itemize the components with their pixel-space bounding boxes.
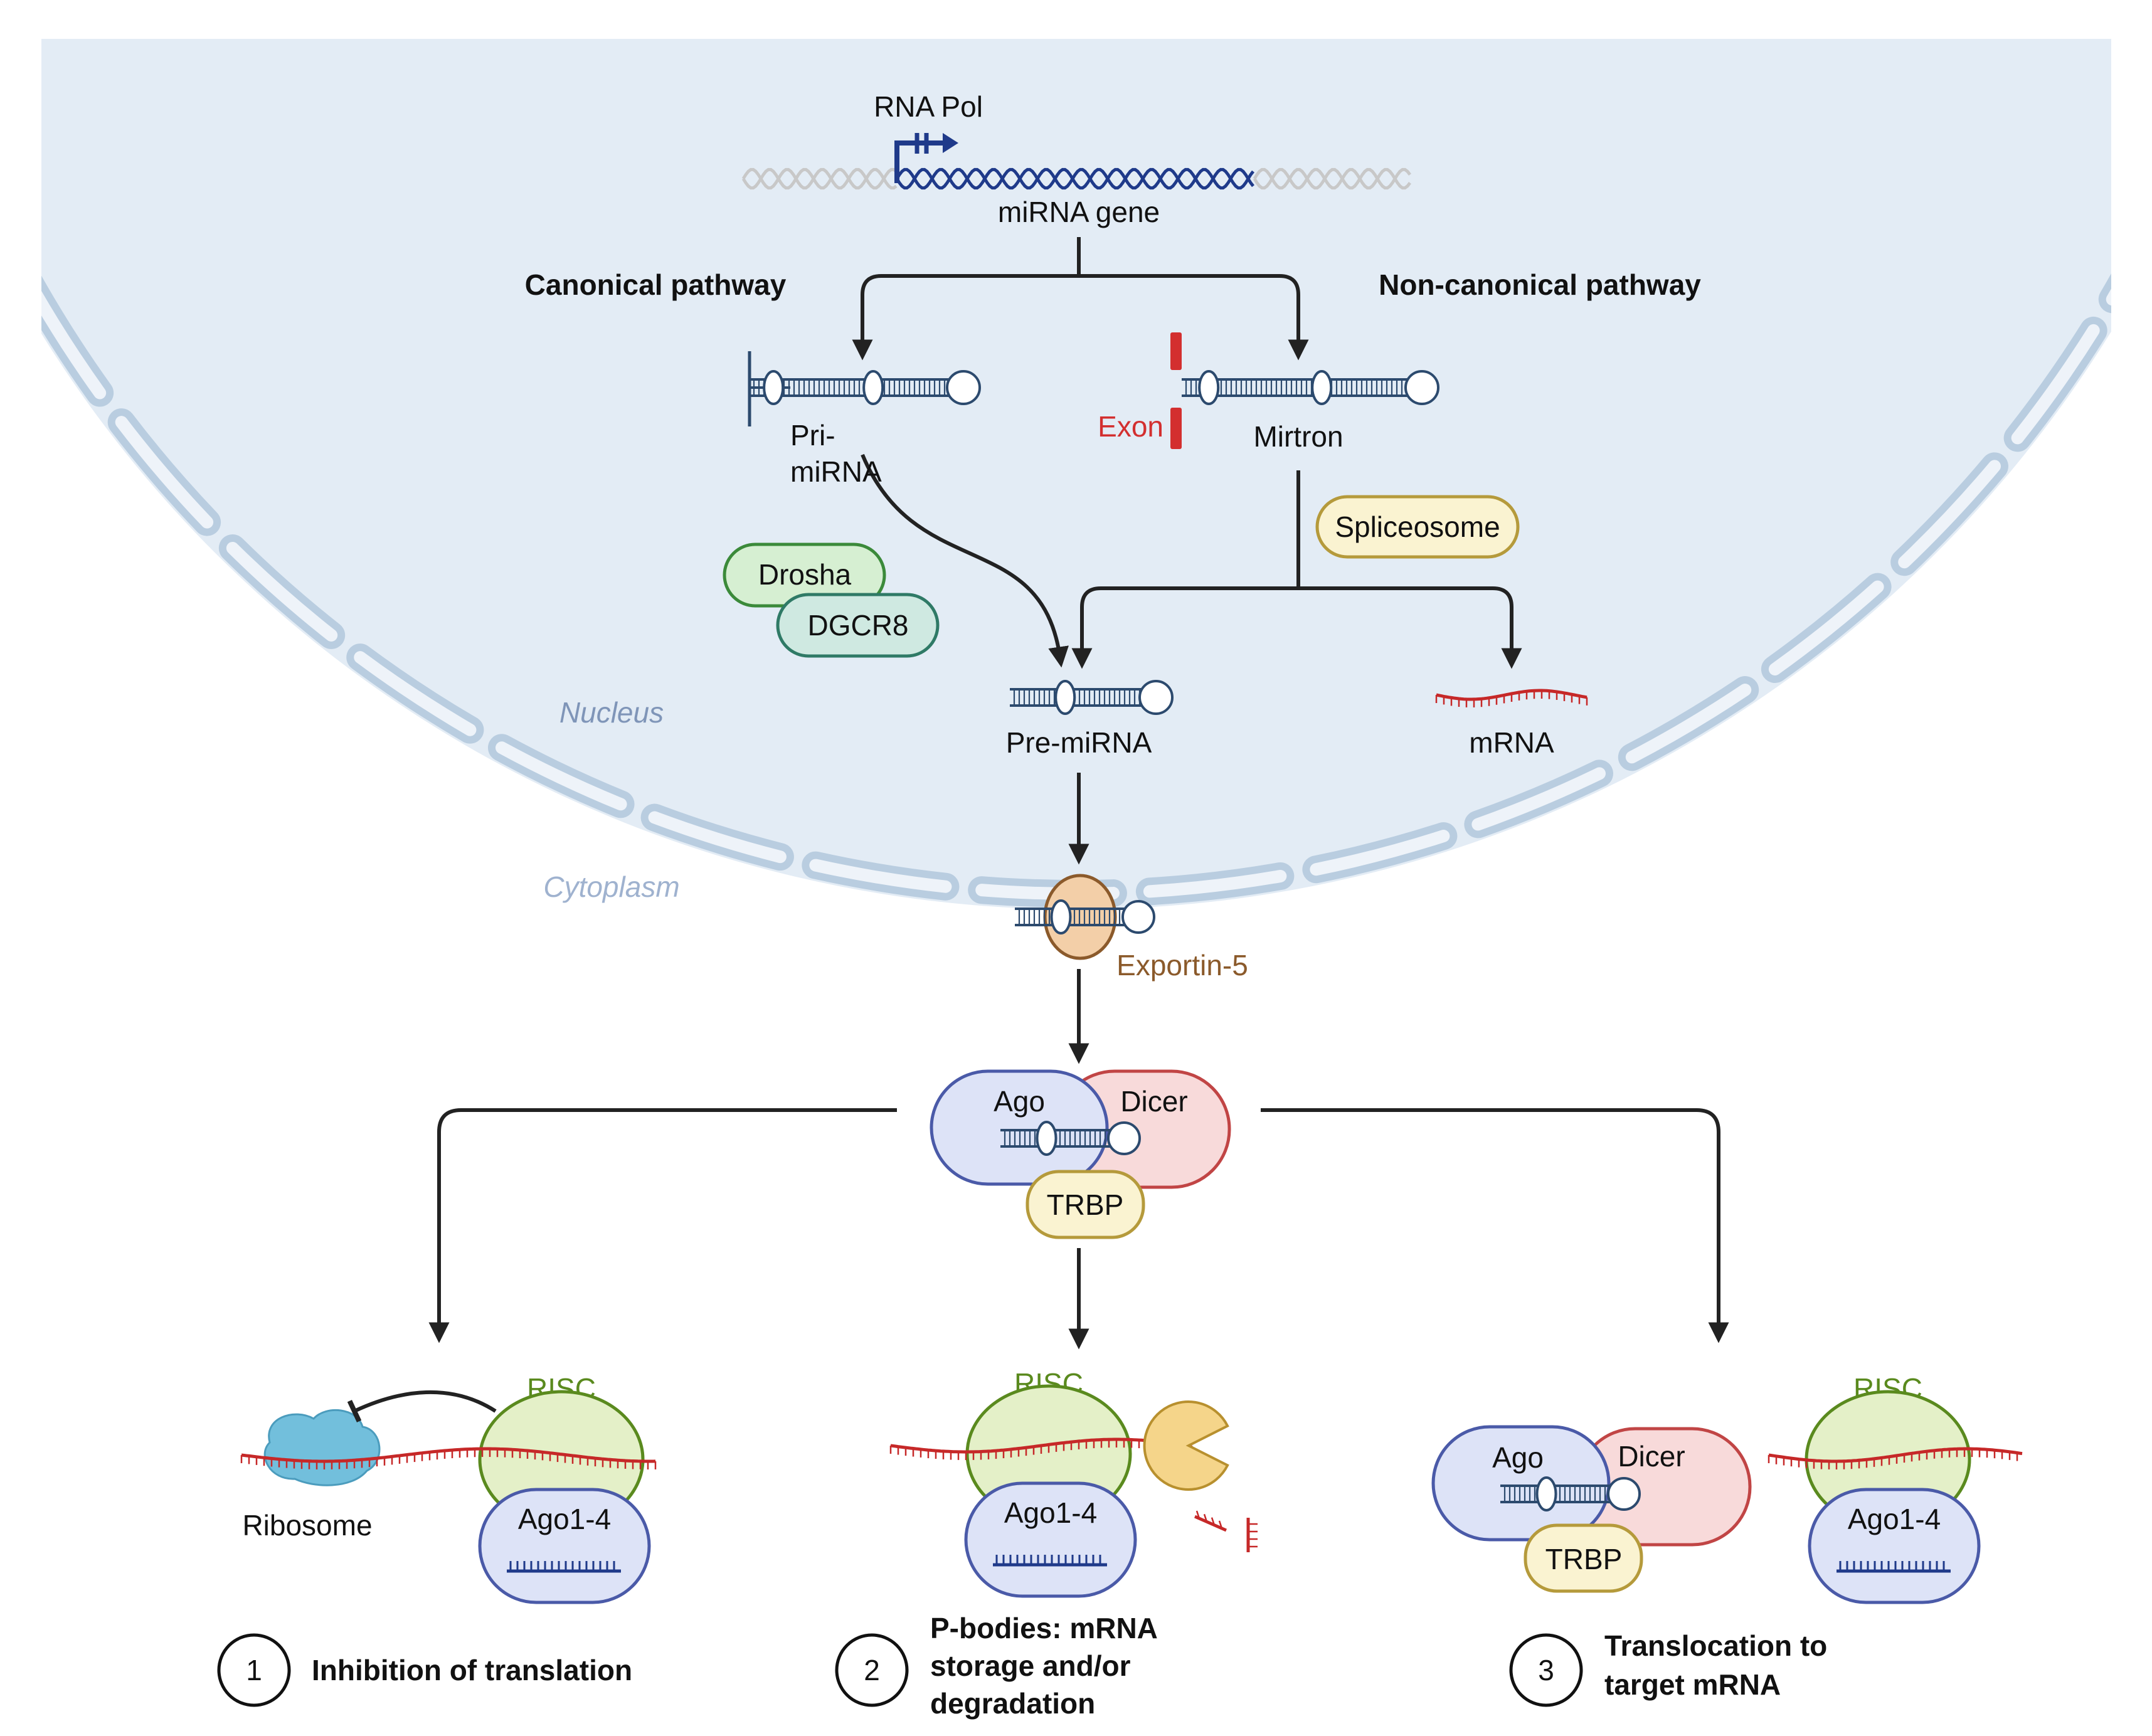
outcome-2-line3: degradation bbox=[930, 1687, 1095, 1720]
outcome-1-caption: 1 Inhibition of translation bbox=[217, 1633, 632, 1707]
ago14-label-2: Ago1-4 bbox=[1004, 1496, 1097, 1529]
ago-dicer-trbp-complex-center: Ago Dicer TRBP bbox=[930, 1069, 1231, 1239]
outcome-3-line1: Translocation to bbox=[1604, 1629, 1827, 1662]
pri-mirna: Pri- miRNA bbox=[748, 351, 981, 488]
nucleus-label: Nucleus bbox=[559, 696, 664, 729]
ago-label-3: Ago bbox=[1492, 1441, 1544, 1474]
mirna-gene-group: RNA Pol miRNA gene bbox=[741, 90, 1411, 228]
pri-mirna-label-line1: Pri- bbox=[790, 419, 835, 452]
trbp-shape bbox=[1026, 1170, 1145, 1239]
dgcr8-label: DGCR8 bbox=[807, 609, 908, 642]
hairpin-rna-icon bbox=[750, 370, 981, 405]
outcome-1-panel: RISC Ago1-4 Ribosome bbox=[240, 1372, 657, 1604]
outcome-2-caption: 2 P-bodies: mRNA storage and/or degradat… bbox=[835, 1612, 1158, 1720]
canonical-pathway-label: Canonical pathway bbox=[525, 268, 787, 301]
guide-mirna-icon bbox=[507, 1561, 621, 1573]
spliceosome-badge: Spliceosome bbox=[1315, 495, 1520, 559]
exportin-5: Exportin-5 bbox=[1015, 874, 1248, 982]
dicer-label-3: Dicer bbox=[1618, 1440, 1685, 1473]
ribosome-icon bbox=[263, 1409, 381, 1486]
outcome-2-line1: P-bodies: mRNA bbox=[930, 1612, 1158, 1644]
outcome-3-caption: 3 Translocation to target mRNA bbox=[1509, 1629, 1827, 1707]
outcome-1-line1: Inhibition of translation bbox=[312, 1654, 632, 1686]
ribosome-label: Ribosome bbox=[242, 1509, 372, 1542]
nucleus-region bbox=[41, 39, 2111, 909]
outcome-3-number-circle bbox=[1509, 1633, 1583, 1707]
trbp-shape-3 bbox=[1524, 1523, 1643, 1593]
trbp-label: TRBP bbox=[1047, 1188, 1124, 1221]
noncanonical-pathway-label: Non-canonical pathway bbox=[1379, 268, 1701, 301]
target-mrna-strand-icon bbox=[240, 1447, 657, 1469]
exportin-label: Exportin-5 bbox=[1116, 949, 1248, 982]
inhibition-arrow-icon bbox=[347, 1390, 497, 1422]
mrna-strand-icon bbox=[1435, 689, 1588, 707]
target-mrna-strand-icon bbox=[889, 1437, 1193, 1460]
outcome-1-number: 1 bbox=[246, 1654, 262, 1686]
guide-mirna-icon bbox=[1837, 1561, 1951, 1573]
pri-mirna-label-line2: miRNA bbox=[790, 455, 882, 488]
rna-pol-label: RNA Pol bbox=[874, 90, 983, 123]
exon-block-top bbox=[1170, 332, 1182, 370]
exon-block-bottom bbox=[1170, 408, 1182, 449]
outcome-3-panel: Ago Dicer TRBP RISC Ago1-4 bbox=[1431, 1372, 2023, 1604]
pre-mirna: Pre-miRNA bbox=[1006, 680, 1174, 759]
nuclease-pacman-icon bbox=[1143, 1400, 1229, 1491]
outcome-2-number-circle bbox=[835, 1633, 909, 1707]
trbp-label-3: TRBP bbox=[1545, 1543, 1623, 1575]
nucleus-fill bbox=[41, 39, 2111, 909]
ago14-shape-2 bbox=[964, 1481, 1137, 1598]
pre-mirna-label: Pre-miRNA bbox=[1006, 726, 1152, 759]
pri-to-pre-arrow bbox=[861, 453, 1069, 668]
ago14-label-1: Ago1-4 bbox=[518, 1503, 611, 1535]
outcome-1-number-circle bbox=[217, 1633, 291, 1707]
hairpin-rna-icon bbox=[1500, 1476, 1641, 1511]
branch-arrow-right bbox=[1261, 1108, 1729, 1343]
mirtron-split-arrow bbox=[1071, 470, 1300, 669]
target-mrna-strand-icon bbox=[1768, 1447, 2023, 1469]
guide-mirna-icon bbox=[993, 1555, 1107, 1567]
gene-split-arrow-right bbox=[1079, 274, 1309, 361]
spliceosome-label: Spliceosome bbox=[1335, 511, 1500, 543]
ago14-shape-1 bbox=[478, 1488, 651, 1604]
drosha-label: Drosha bbox=[758, 558, 852, 591]
cytoplasm-label: Cytoplasm bbox=[543, 871, 679, 903]
outcome-3-number: 3 bbox=[1538, 1654, 1554, 1686]
hairpin-rna-icon bbox=[1015, 899, 1155, 934]
ago-shape-3 bbox=[1431, 1425, 1611, 1542]
mirna-gene-label: miRNA gene bbox=[998, 196, 1160, 228]
outcome-2-number: 2 bbox=[864, 1654, 880, 1686]
gene-split-arrow-left bbox=[852, 237, 1081, 361]
mirtron-label: Mirtron bbox=[1253, 420, 1343, 453]
mrna-label: mRNA bbox=[1469, 726, 1554, 759]
ago-label: Ago bbox=[994, 1085, 1045, 1118]
drosha-dgcr8-complex: Drosha DGCR8 bbox=[723, 542, 940, 658]
hairpin-rna-icon bbox=[1182, 370, 1439, 405]
exon-label: Exon bbox=[1098, 410, 1163, 443]
outcome-3-line2: target mRNA bbox=[1604, 1668, 1781, 1701]
outcome-2-line2: storage and/or bbox=[930, 1649, 1131, 1682]
hairpin-rna-icon bbox=[1010, 680, 1174, 715]
branch-arrow-left bbox=[428, 1108, 897, 1343]
dgcr8-shape bbox=[776, 593, 940, 658]
dna-helix-icon bbox=[741, 167, 1411, 190]
mrna-fragment-icon bbox=[1194, 1510, 1258, 1552]
hairpin-rna-icon bbox=[1000, 1121, 1141, 1156]
ago14-label-3: Ago1-4 bbox=[1848, 1503, 1941, 1535]
dicer-label: Dicer bbox=[1120, 1085, 1187, 1118]
pathway-arrows bbox=[428, 237, 1729, 1350]
spliced-mrna: mRNA bbox=[1435, 689, 1588, 759]
mirtron: Exon Mirtron bbox=[1098, 332, 1439, 453]
mirtron-to-mrna-arrow bbox=[1298, 586, 1522, 669]
promoter-arrow-icon bbox=[894, 133, 958, 183]
ago14-shape-3 bbox=[1808, 1488, 1981, 1604]
ago-shape bbox=[930, 1069, 1109, 1186]
outcome-2-panel: RISC Ago1-4 bbox=[889, 1367, 1258, 1598]
